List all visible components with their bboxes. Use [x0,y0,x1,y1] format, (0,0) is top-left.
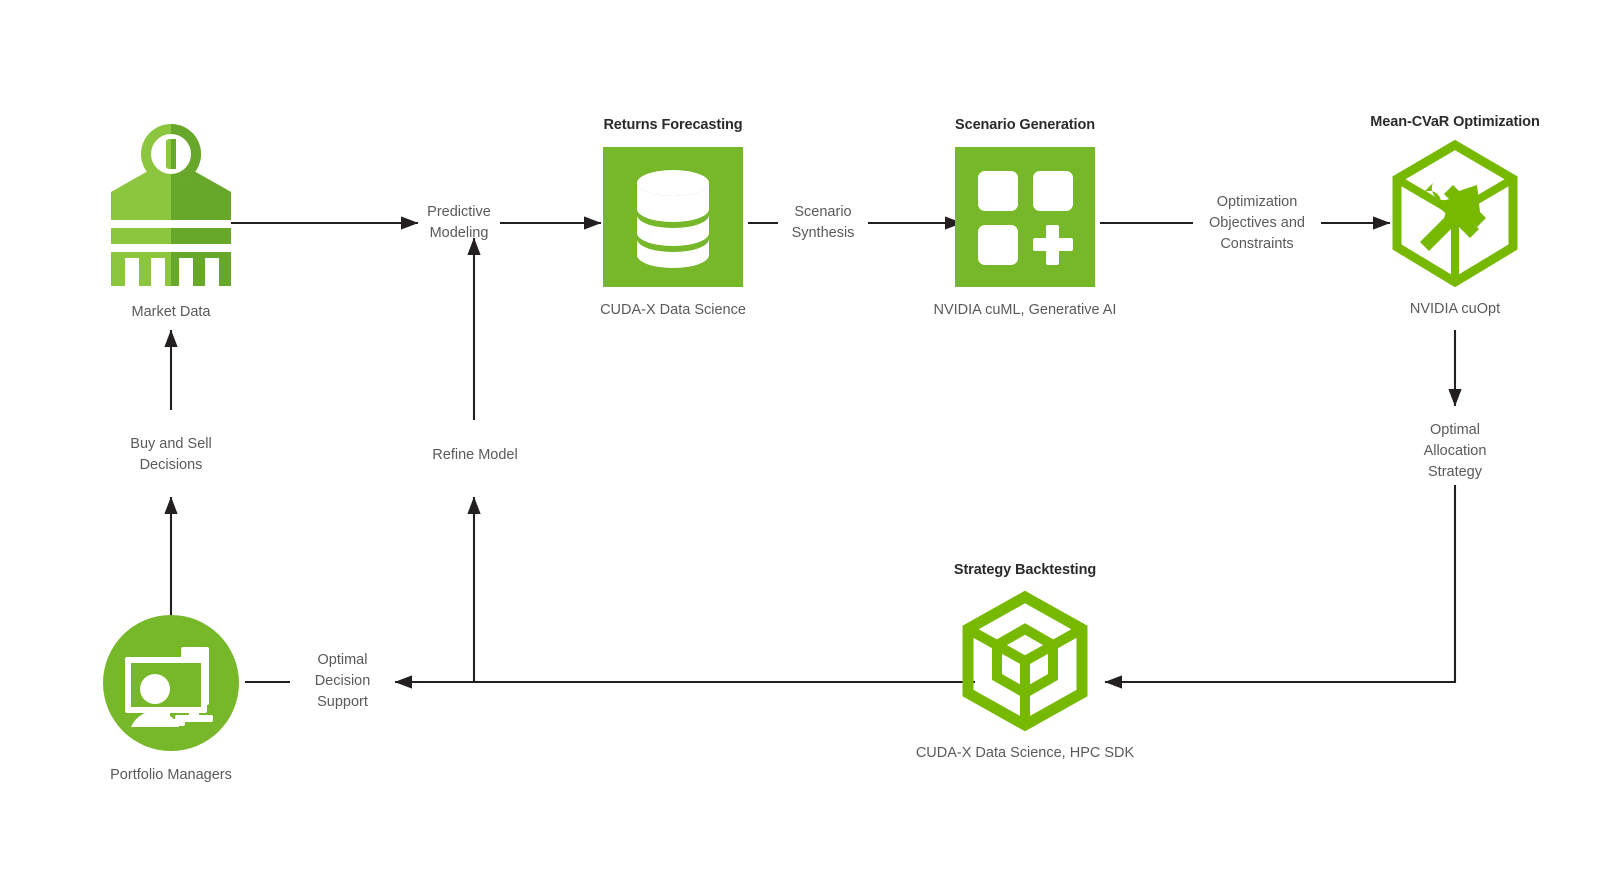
edge-label-optimization-objectives: Optimization Objectives and Constraints [1193,192,1321,255]
edge-label-line: Buy and Sell [130,436,212,452]
edge-label-line: Synthesis [791,225,855,241]
node-caption: NVIDIA cuOpt [1409,300,1501,317]
edge-label-line: Optimal [317,652,368,668]
node-title: Returns Forecasting [603,117,743,133]
node-title: Scenario Generation [955,117,1095,133]
grid-plus-icon [880,146,1170,287]
node-caption: Portfolio Managers [110,767,232,783]
cube-tools-icon [1310,139,1600,289]
edge-label-refine-model: Refine Model [410,445,540,466]
node-market-data[interactable]: Market Data [86,118,256,321]
edge-label-line: Scenario [794,204,852,220]
node-mean-cvar-optimization[interactable]: Mean-CVaR Optimization [1310,114,1600,318]
edge-label-line: Support [317,694,368,710]
edge-label-line: Strategy [1428,464,1482,480]
edge-label-line: Allocation [1423,443,1487,459]
node-title: Mean-CVaR Optimization [1370,114,1540,130]
edge-label-line: Decision [290,671,395,692]
edge-label-buy-and-sell-decisions: Buy and Sell Decisions [106,434,236,476]
edge-label-predictive-modeling: Predictive Modeling [419,202,499,244]
node-caption: CUDA-X Data Science [600,301,746,318]
node-caption: CUDA-X Data Science, HPC SDK [915,744,1135,761]
edge-label-scenario-synthesis: Scenario Synthesis [779,202,867,244]
edge-label-line: Optimization [1216,194,1298,210]
node-caption: Market Data [131,304,211,320]
edge-label-line: Predictive [427,204,491,220]
node-scenario-generation[interactable]: Scenario Generation NVIDIA cuML, Generat… [880,117,1170,319]
edge-label-optimal-decision-support: Optimal Decision Support [290,650,395,713]
edge-label-line: Optimal [1430,422,1480,438]
person-monitor-icon [86,615,256,751]
cube-outline-icon [880,590,1170,731]
bank-icon [86,118,256,288]
node-title: Strategy Backtesting [953,562,1097,578]
database-icon [528,146,818,287]
node-returns-forecasting[interactable]: Returns Forecasting CUDA-X Data Science [528,117,818,319]
edge-label-line: Objectives and [1193,213,1321,234]
node-caption: NVIDIA cuML, Generative AI [933,301,1117,318]
node-portfolio-managers[interactable]: Portfolio Managers [86,615,256,784]
edge-label-line: Refine Model [432,447,518,463]
edge-label-line: Constraints [1220,236,1294,252]
edge-label-line: Modeling [429,225,489,241]
edge-label-line: Decisions [139,457,203,473]
edge-label-optimal-allocation-strategy: Optimal Allocation Strategy [1395,420,1515,483]
node-strategy-backtesting[interactable]: Strategy Backtesting CUDA-X Data Science… [880,562,1170,762]
